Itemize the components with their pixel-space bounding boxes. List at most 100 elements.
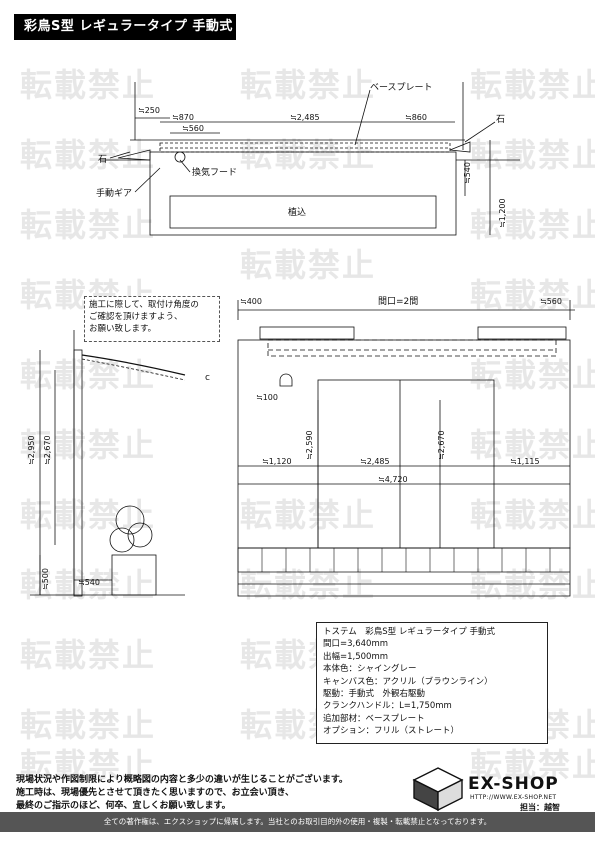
watermark-text: 転載禁止 bbox=[20, 566, 157, 604]
watermark-text: 転載禁止 bbox=[470, 356, 595, 394]
watermark-text: 転載禁止 bbox=[240, 246, 377, 284]
label-gear: 手動ギア bbox=[96, 187, 132, 199]
shrub-2 bbox=[127, 522, 153, 548]
dim-2670-side: ≒2,670 bbox=[43, 435, 52, 465]
staff-name: 担当：越智 bbox=[520, 803, 560, 812]
watermark-text: 転載禁止 bbox=[470, 426, 595, 464]
label-planting: 植込 bbox=[288, 206, 306, 218]
leader-gear bbox=[134, 167, 161, 193]
watermark-text: 転載禁止 bbox=[240, 496, 377, 534]
watermark-text: 転載禁止 bbox=[470, 206, 595, 244]
leader-stone-right bbox=[464, 121, 496, 143]
dim-2485: ≒2,485 bbox=[290, 113, 320, 122]
watermark-text: 転載禁止 bbox=[470, 746, 595, 784]
planting-box bbox=[169, 195, 437, 229]
dim-560: ≒560 bbox=[182, 124, 204, 133]
base-plate bbox=[159, 142, 451, 153]
side-awning bbox=[81, 354, 186, 376]
watermark-text: 転載禁止 bbox=[20, 746, 157, 784]
disclaimer-line: 最終のご指示のほど、何卒、宜しくお願い致します。 bbox=[16, 801, 231, 811]
watermark-text: 転載禁止 bbox=[20, 206, 157, 244]
stone-right-shape bbox=[449, 141, 471, 153]
dim-540: ≒540 bbox=[463, 162, 472, 184]
dim-100: ≒100 bbox=[256, 393, 278, 402]
front-awning bbox=[267, 339, 557, 357]
watermark-text: 転載禁止 bbox=[240, 66, 377, 104]
note-line: ご確認を頂けますよう、 bbox=[89, 312, 183, 322]
dim-1120: ≒1,120 bbox=[262, 457, 292, 466]
house-wall bbox=[149, 151, 457, 236]
dim-2590: ≒2,590 bbox=[305, 430, 314, 460]
watermark-text: 転載禁止 bbox=[470, 136, 595, 174]
side-planter bbox=[111, 554, 157, 596]
shrub-1 bbox=[115, 505, 145, 535]
dim-250: ≒250 bbox=[138, 106, 160, 115]
watermark-text: 転載禁止 bbox=[20, 496, 157, 534]
watermark-text: 転載禁止 bbox=[470, 276, 595, 314]
spec-panel: トステム 彩鳥S型 レギュラータイプ 手動式 間口=3,640mm 出幅=1,5… bbox=[316, 622, 548, 744]
installation-note: 施工に際して、取付け角度の ご確認を頂けますよう、 お願い致します。 bbox=[84, 296, 220, 342]
side-wall bbox=[73, 349, 83, 597]
stone-left-shape bbox=[117, 149, 151, 161]
dim-2950: ≒2,950 bbox=[27, 435, 36, 465]
spec-line: オプション：フリル（ストレート） bbox=[323, 726, 460, 737]
front-window bbox=[317, 379, 495, 549]
side-marker: c bbox=[205, 373, 210, 383]
dim-frontage: 間口=2間 bbox=[378, 296, 418, 307]
label-stone-left: 石 bbox=[98, 155, 107, 165]
leader-stone-left bbox=[109, 151, 131, 159]
vent-hood-circle bbox=[174, 151, 186, 163]
ex-shop-cube-icon bbox=[412, 767, 464, 812]
label-stone-right: 石 bbox=[496, 115, 505, 125]
leader-vent bbox=[179, 159, 191, 173]
watermark-text: 転載禁止 bbox=[20, 66, 157, 104]
spec-line: 間口=3,640mm bbox=[323, 639, 389, 650]
dim-870: ≒870 bbox=[172, 113, 194, 122]
front-vent bbox=[279, 373, 293, 387]
watermark-text: 転載禁止 bbox=[470, 66, 595, 104]
dim-500: ≒500 bbox=[41, 568, 50, 590]
watermark-text: 転載禁止 bbox=[240, 136, 377, 174]
watermark-text: 転載禁止 bbox=[470, 496, 595, 534]
note-line: 施工に際して、取付け角度の bbox=[89, 300, 199, 310]
side-awning-frill bbox=[81, 358, 186, 381]
dim-560-front: ≒560 bbox=[540, 297, 562, 306]
front-wall bbox=[237, 339, 571, 549]
top-brick-strip-left bbox=[259, 326, 355, 340]
spec-line: 本体色：シャイングレー bbox=[323, 664, 417, 675]
brick-verticals bbox=[237, 548, 551, 572]
label-vent-hood: 換気フード bbox=[192, 166, 237, 178]
dim-4720: ≒4,720 bbox=[378, 475, 408, 484]
dim-2670-front: ≒2,670 bbox=[437, 430, 446, 460]
watermark-text: 転載禁止 bbox=[20, 136, 157, 174]
spec-line: 駆動：手動式 外観右駆動 bbox=[323, 689, 426, 700]
spec-line: 出幅=1,500mm bbox=[323, 651, 389, 662]
dim-2485-front: ≒2,485 bbox=[360, 457, 390, 466]
brand-url: HTTP://WWW.EX-SHOP.NET bbox=[470, 794, 557, 801]
page-title: 彩鳥S型 レギュラータイプ 手動式 bbox=[14, 14, 236, 40]
top-brick-strip-right bbox=[477, 326, 567, 340]
dim-860: ≒860 bbox=[405, 113, 427, 122]
spec-line: トステム 彩鳥S型 レギュラータイプ 手動式 bbox=[323, 627, 496, 637]
watermark-text: 転載禁止 bbox=[20, 636, 157, 674]
leader-base-plate bbox=[354, 89, 371, 146]
spec-line: キャンバス色：アクリル（ブラウンライン） bbox=[323, 676, 493, 687]
shrub-3 bbox=[109, 527, 135, 553]
watermark-text: 転載禁止 bbox=[20, 706, 157, 744]
dim-1115: ≒1,115 bbox=[510, 457, 540, 466]
dim-1200: ≒1,200 bbox=[498, 198, 507, 228]
brand-logo: EX-SHOP bbox=[468, 774, 559, 794]
disclaimer-line: 現場状況や作図制限により概略図の内容と多少の違いが生じることがございます。 bbox=[16, 775, 348, 785]
label-base-plate: ベースプレート bbox=[370, 82, 433, 93]
watermark-text: 転載禁止 bbox=[20, 356, 157, 394]
disclaimer-line: 施工時は、現場優先とさせて頂きたく思いますので、お立会い頂き、 bbox=[16, 788, 295, 798]
spec-line: クランクハンドル：L=1,750mm bbox=[323, 701, 452, 712]
disclaimer: 現場状況や作図制限により概略図の内容と多少の違いが生じることがございます。 施工… bbox=[16, 774, 406, 813]
copyright-bar: 全ての著作権は、エクスショップに帰属します。当社とのお取引目的外の使用・複製・転… bbox=[0, 812, 595, 832]
note-line: お願い致します。 bbox=[89, 324, 157, 334]
dim-400: ≒400 bbox=[240, 297, 262, 306]
spec-line: 追加部材：ベースプレート bbox=[323, 713, 425, 724]
dim-540-side: ≒540 bbox=[78, 578, 100, 587]
watermark-text: 転載禁止 bbox=[20, 426, 157, 464]
